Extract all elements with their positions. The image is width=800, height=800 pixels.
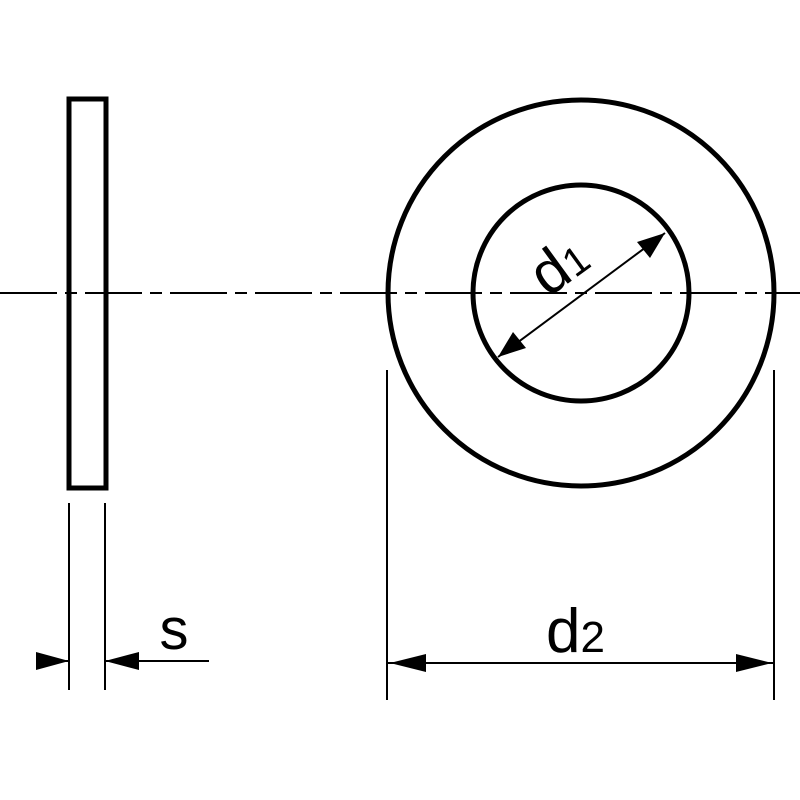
- d2-arrow-left-icon: [390, 654, 426, 672]
- washer-side-view: [66, 96, 109, 491]
- svg-text:d1: d1: [516, 222, 600, 309]
- d2-arrow-right-icon: [736, 654, 772, 672]
- washer-inner-circle: [470, 182, 692, 404]
- washer-outer-circle: [385, 97, 777, 489]
- s-arrow-left-icon: [105, 652, 139, 670]
- d1-dimension-line: [497, 232, 666, 358]
- outer-diameter-label: d2: [546, 597, 605, 666]
- d1-arrow-lower-icon: [498, 332, 526, 357]
- d2-subscript: 2: [580, 613, 604, 662]
- thickness-label: s: [160, 597, 189, 662]
- d2-main: d: [546, 597, 580, 666]
- d1-arrow-upper-icon: [637, 233, 665, 258]
- s-arrow-right-icon: [36, 652, 69, 670]
- inner-diameter-label: d1: [516, 222, 600, 309]
